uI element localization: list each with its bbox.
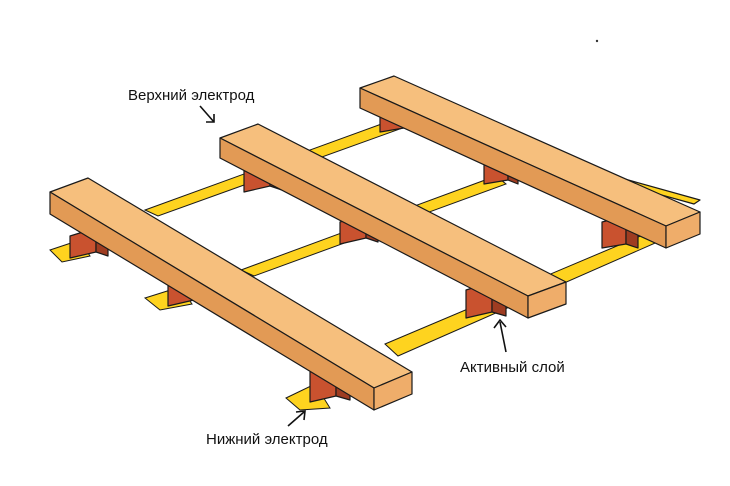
label-top-electrode: Верхний электрод xyxy=(128,87,255,123)
active-layer-arrow xyxy=(499,321,507,353)
active-layer-arrowhead xyxy=(493,318,507,329)
label-bottom-electrode: Нижний электрод xyxy=(206,410,328,448)
top-electrode-label: Верхний электрод xyxy=(128,87,255,104)
active-layer-label: Активный слой xyxy=(460,359,565,376)
top-electrode-front xyxy=(49,177,413,411)
top-electrode-arrow xyxy=(199,105,215,123)
top-electrode-middle xyxy=(219,123,567,319)
top-electrode-back xyxy=(359,75,701,249)
top-electrode-arrowhead xyxy=(206,114,215,123)
label-active-layer: Активный слой xyxy=(460,318,565,376)
bottom-electrode-label: Нижний электрод xyxy=(206,431,328,448)
top-electrodes xyxy=(49,75,701,411)
speck xyxy=(595,39,599,43)
bottom-electrode-arrow xyxy=(287,411,305,427)
bottom-electrode-arrowhead xyxy=(295,410,306,421)
